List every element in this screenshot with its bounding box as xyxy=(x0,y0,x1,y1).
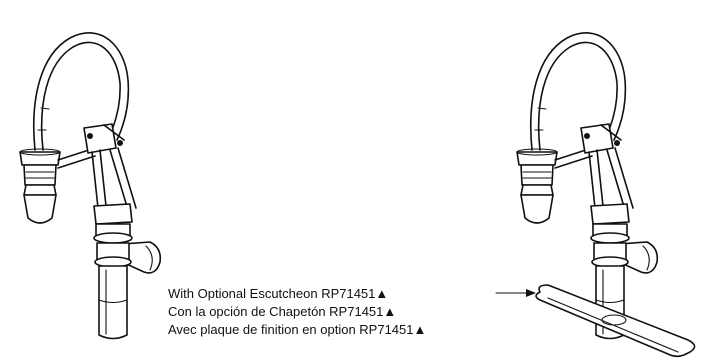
escutcheon-plate xyxy=(535,284,696,358)
callout-line-en: With Optional Escutcheon RP71451▲ xyxy=(168,286,389,301)
callout-leader xyxy=(495,289,536,297)
callout-line-es: Con la opción de Chapetón RP71451▲ xyxy=(168,304,397,319)
callout-line-fr: Avec plaque de finition en option RP7145… xyxy=(168,322,427,337)
faucet-left xyxy=(19,32,162,340)
